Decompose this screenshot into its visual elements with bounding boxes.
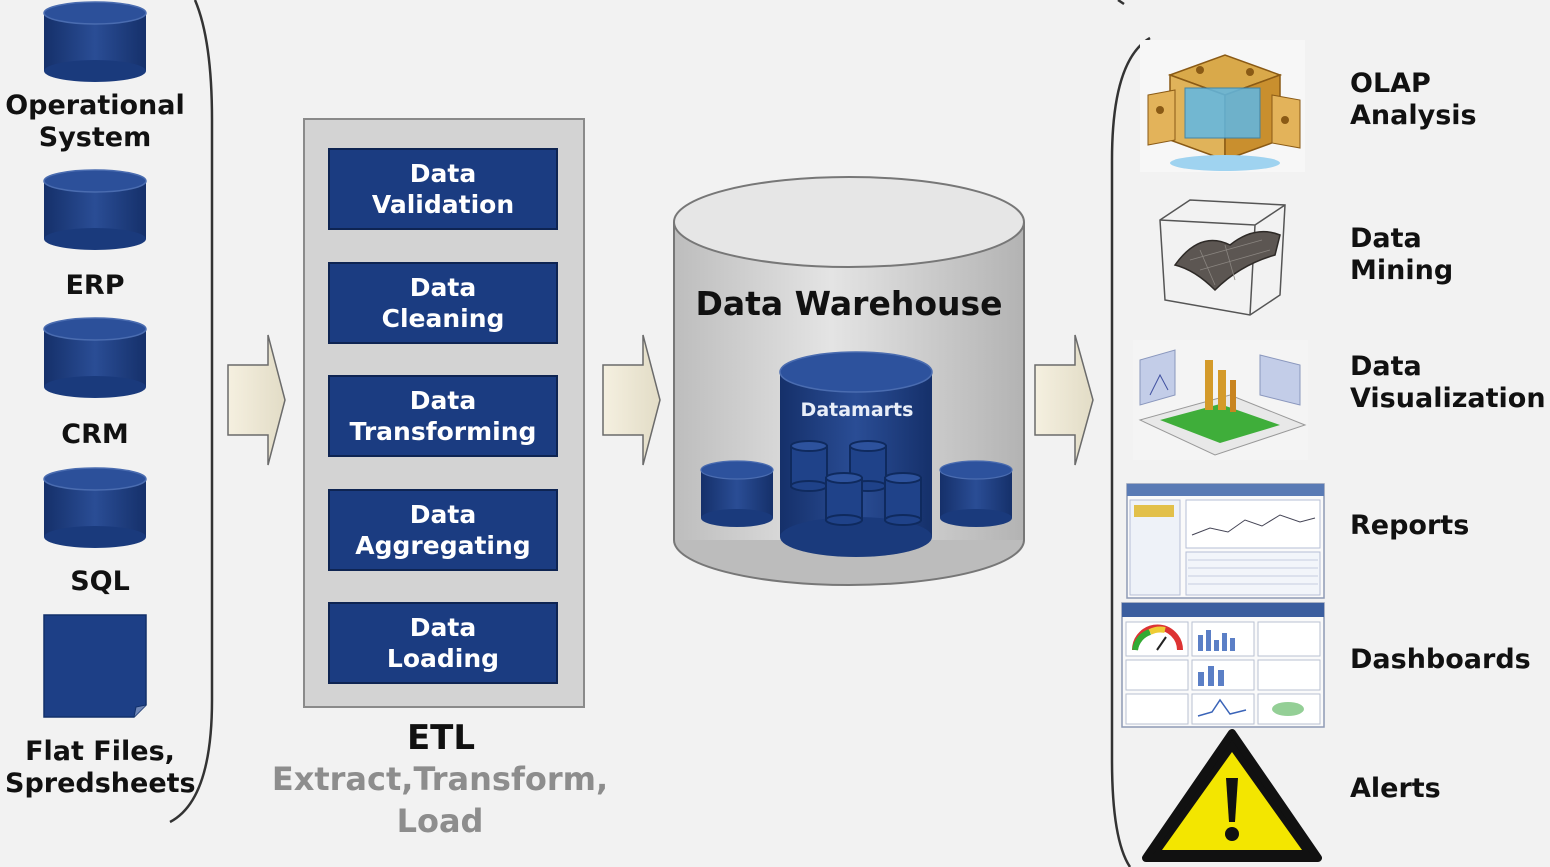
dashboard-screenshot-icon bbox=[1121, 602, 1325, 728]
source-label-crm: CRM bbox=[61, 419, 129, 450]
tool-label-reports: Reports bbox=[1350, 510, 1470, 541]
source-label-sql: SQL bbox=[70, 566, 130, 597]
source-cylinder-erp bbox=[43, 169, 147, 250]
tools-bracket bbox=[1110, 36, 1151, 867]
arrow-sources-to-etl bbox=[227, 334, 286, 466]
tool-label-alerts: Alerts bbox=[1350, 773, 1441, 804]
etl-subtitle: Extract,Transform, Load bbox=[271, 760, 609, 840]
tool-label-dashboards: Dashboards bbox=[1350, 644, 1531, 675]
arrow-etl-to-warehouse bbox=[602, 334, 661, 466]
arrow-warehouse-to-tools bbox=[1034, 334, 1094, 466]
source-cylinder-sql bbox=[43, 467, 147, 548]
warehouse-side-cylinders bbox=[700, 460, 1013, 527]
datamarts-label: Datamarts bbox=[800, 399, 914, 421]
source-label-operational: Operational System bbox=[5, 90, 185, 153]
source-flat-file bbox=[43, 614, 147, 718]
surface-plot-icon bbox=[1159, 199, 1286, 316]
source-cylinder-operational bbox=[43, 1, 147, 82]
3d-chart-icon bbox=[1133, 340, 1308, 460]
etl-step-transforming: Data Transforming bbox=[328, 375, 558, 457]
source-label-erp: ERP bbox=[65, 270, 125, 301]
etl-step-validation: Data Validation bbox=[328, 148, 558, 230]
etl-step-loading: Data Loading bbox=[328, 602, 558, 684]
report-screenshot-icon bbox=[1126, 483, 1325, 599]
sources-bracket bbox=[169, 0, 214, 824]
etl-title: ETL bbox=[406, 718, 476, 758]
source-cylinder-crm bbox=[43, 317, 147, 398]
data-warehouse-title: Data Warehouse bbox=[695, 284, 1003, 323]
datamart-small-cylinders bbox=[790, 440, 922, 526]
etl-step-aggregating: Data Aggregating bbox=[328, 489, 558, 571]
warning-sign-icon bbox=[1142, 729, 1322, 862]
tool-label-data-visualization: Data Visualization bbox=[1350, 351, 1546, 414]
source-label-flat-files: Flat Files, Spredsheets bbox=[5, 736, 196, 799]
olap-cube-icon bbox=[1140, 40, 1305, 172]
tool-label-olap: OLAP Analysis bbox=[1350, 68, 1477, 131]
tool-label-data-mining: Data Mining bbox=[1350, 223, 1454, 286]
etl-step-cleaning: Data Cleaning bbox=[328, 262, 558, 344]
